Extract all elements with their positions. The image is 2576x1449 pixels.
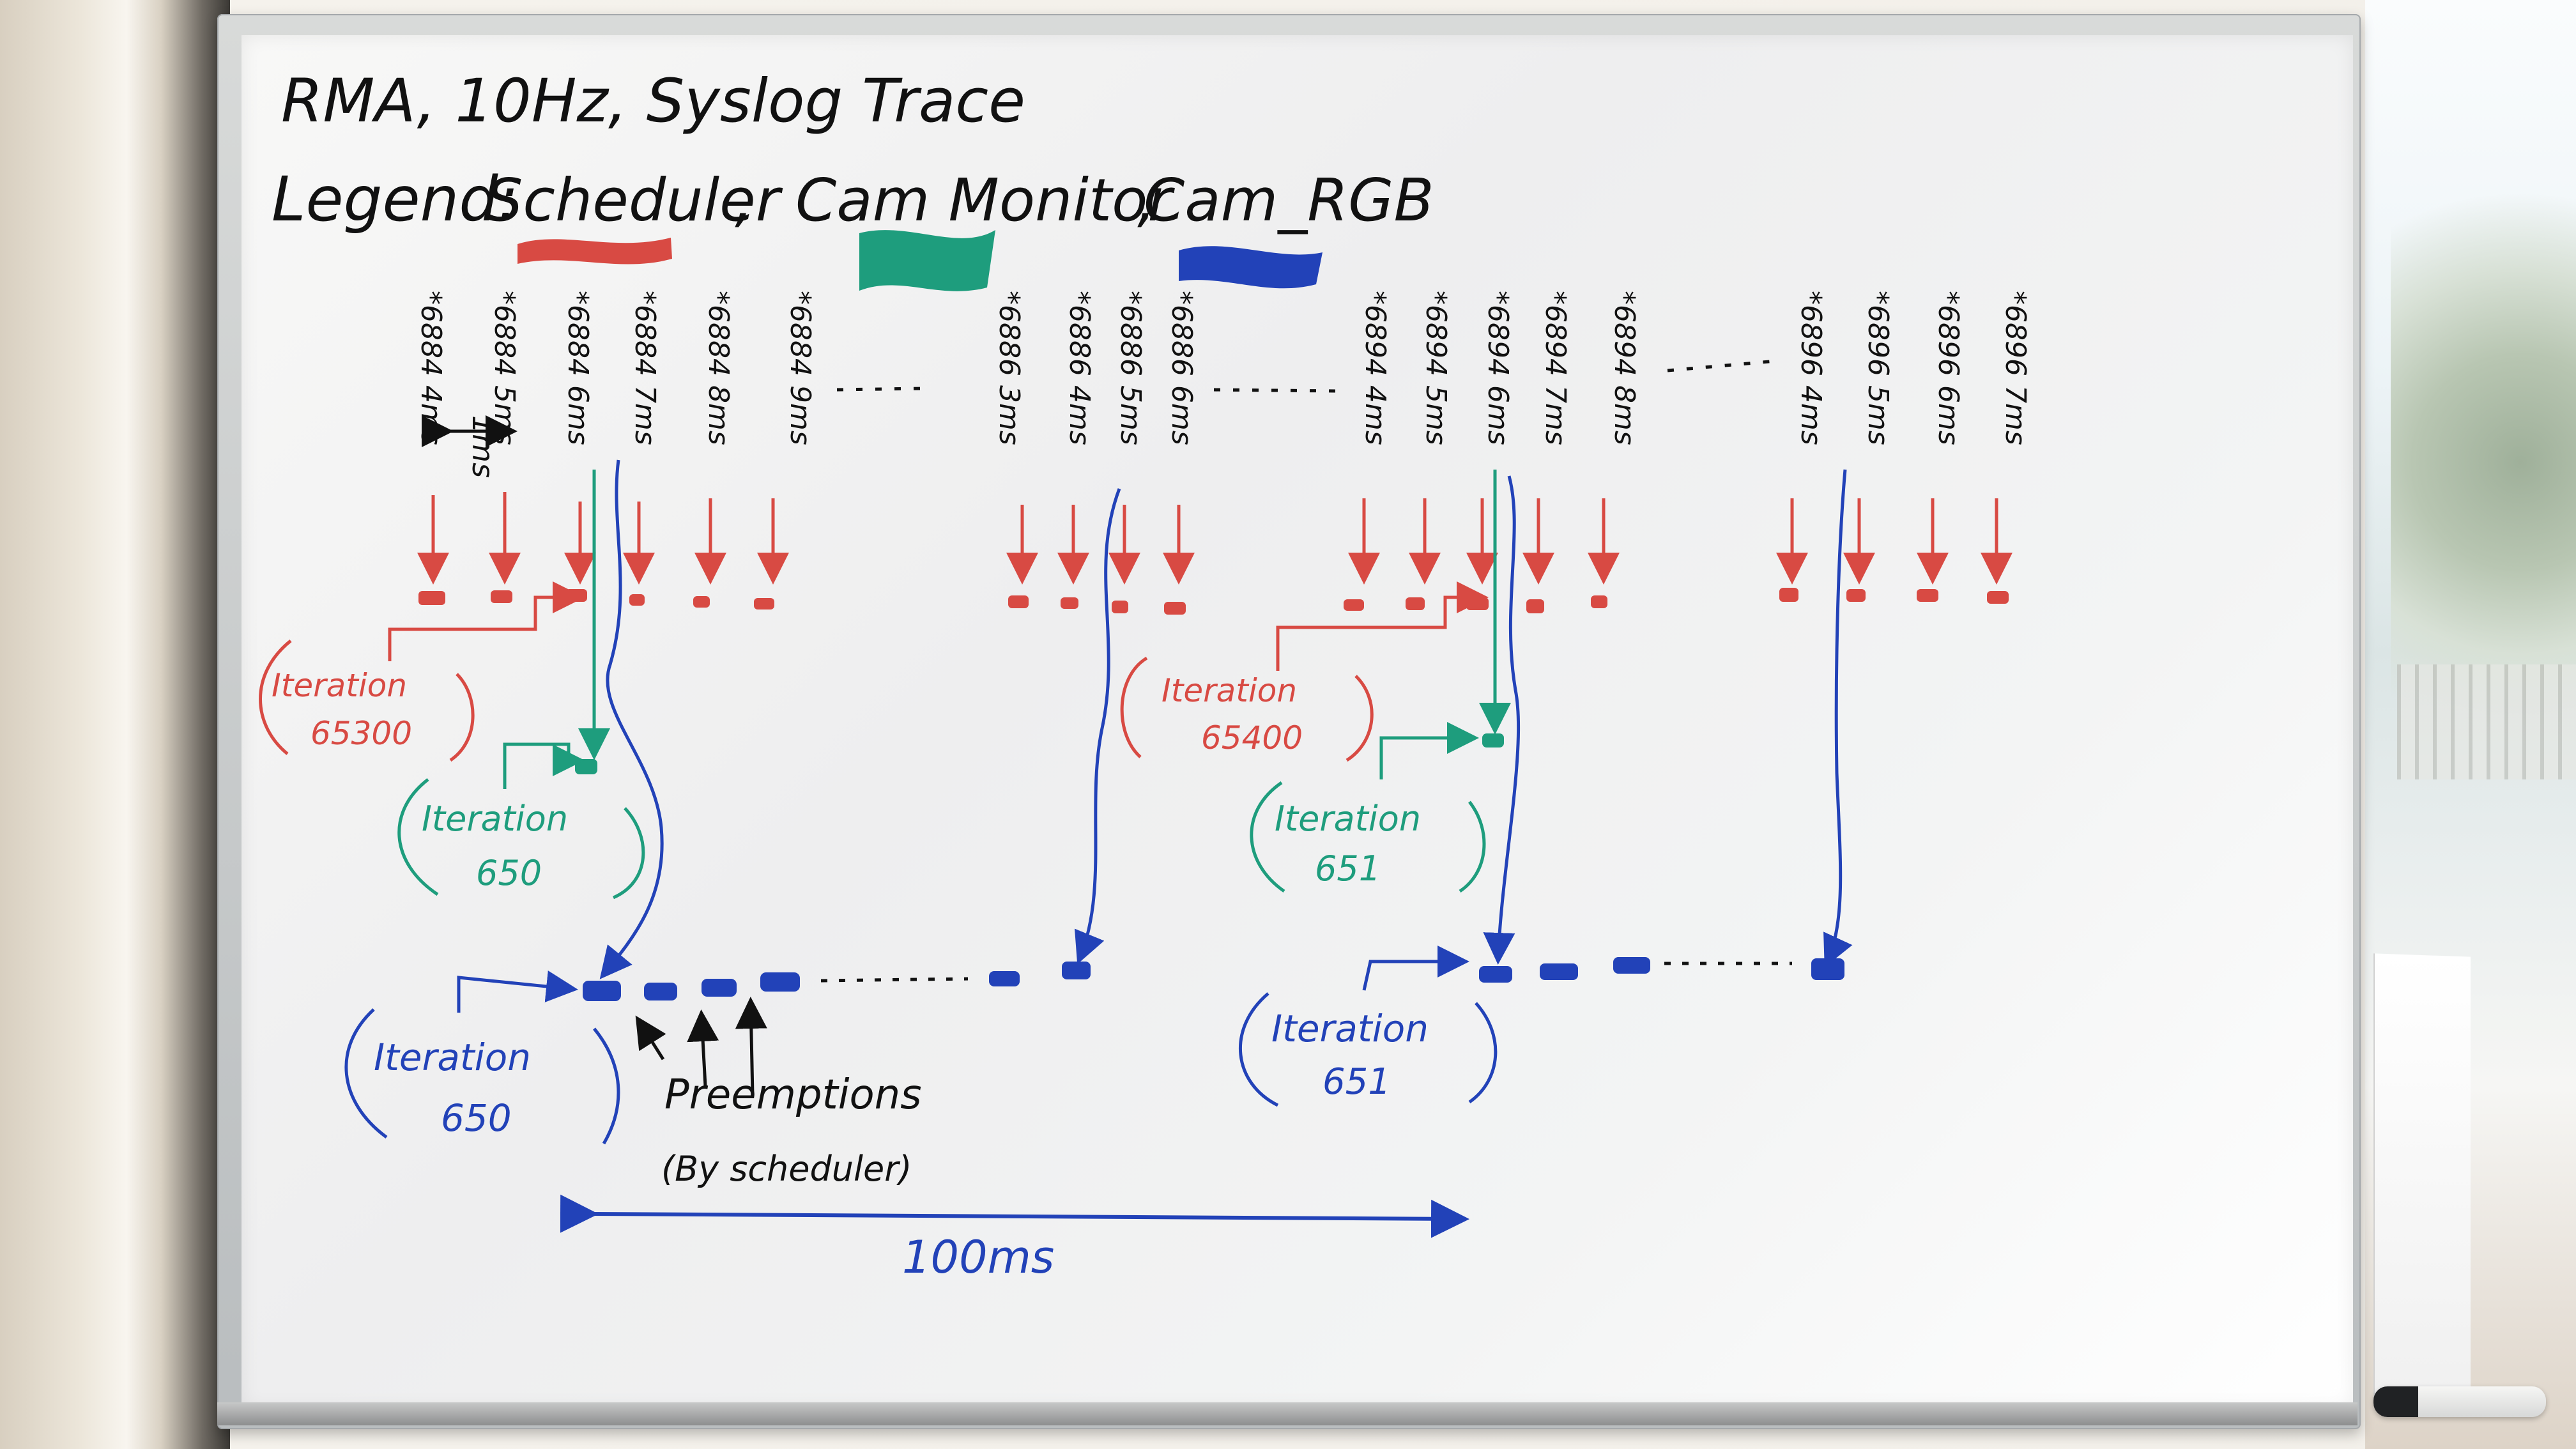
cam-monitor-trigger-arrows xyxy=(578,470,1511,760)
timestamp-label: *6896 6ms xyxy=(1932,291,1965,445)
legend-comma-1: , xyxy=(735,166,753,234)
cam-rgb-dotted-links xyxy=(820,962,1792,983)
timestamp-label: *6896 7ms xyxy=(1999,291,2032,445)
timestamp-label: *6894 5ms xyxy=(1420,291,1452,445)
cam-rgb-iteration-label-1: Iteration xyxy=(374,1036,531,1079)
cam-monitor-iteration-number-2: 651 xyxy=(1315,848,1381,889)
measurement-label: 1ms xyxy=(466,415,500,478)
cam-monitor-pointers xyxy=(503,722,1479,789)
cam-monitor-iteration-label-1: Iteration xyxy=(422,799,568,839)
cam-monitor-iteration-651-group: Iteration 651 xyxy=(1250,781,1486,893)
timestamp-label: *6894 8ms xyxy=(1608,291,1641,445)
marker-cap xyxy=(2373,1386,2418,1417)
cam-monitor-iteration-650-group: Iteration 650 xyxy=(397,778,645,900)
measurement-annotation: 1ms xyxy=(422,415,518,478)
legend-comma-2: , xyxy=(1137,166,1156,234)
timestamp-label: *6886 6ms xyxy=(1165,291,1198,445)
scheduler-iteration-label-2: Iteration xyxy=(1162,672,1297,709)
fence-outside-window xyxy=(2397,664,2576,779)
timestamp-label: *6894 6ms xyxy=(1482,291,1514,445)
preemptions-title: Preemptions xyxy=(664,1071,922,1119)
dotted-separators xyxy=(836,359,1777,393)
cam-rgb-iteration-label-2: Iteration xyxy=(1271,1007,1429,1050)
marker-tray xyxy=(217,1402,2358,1425)
timestamp-label: *6894 4ms xyxy=(1359,291,1392,445)
cam-rgb-trigger-arrows xyxy=(599,459,1853,979)
preemption-arrows xyxy=(635,997,767,1096)
legend-label: Legend: xyxy=(272,164,519,235)
cam-rgb-iteration-number-2: 651 xyxy=(1322,1061,1391,1103)
timestamp-label: *6884 6ms xyxy=(562,291,594,445)
scheduler-iteration-651-group: Iteration 65400 xyxy=(1120,656,1374,762)
cam-rgb-iteration-651-group: Iteration 651 xyxy=(1238,992,1498,1107)
interval-label: 100ms xyxy=(902,1231,1054,1284)
cam-rgb-pointers xyxy=(457,946,1469,1013)
cam-rgb-marks xyxy=(583,957,1844,1001)
timestamp-label: *6886 5ms xyxy=(1114,291,1147,445)
timestamp-label: *6884 7ms xyxy=(629,291,661,445)
timestamp-label: *6884 9ms xyxy=(784,291,816,445)
legend-cam-monitor: Cam Monitor xyxy=(795,166,1175,234)
window-frame-left xyxy=(0,0,230,1449)
scheduler-iteration-label-1: Iteration xyxy=(272,667,407,704)
cam-monitor-iteration-number-1: 650 xyxy=(476,853,542,893)
timestamp-label: *6884 8ms xyxy=(702,291,735,445)
cam-rgb-iteration-650-group: Iteration 650 xyxy=(344,1008,620,1145)
legend-color-swatch-cam-rgb xyxy=(1179,246,1322,289)
scheduler-iteration-number-2: 65400 xyxy=(1201,719,1303,756)
timestamp-label: *6886 3ms xyxy=(993,291,1025,445)
red-event-arrows xyxy=(417,492,2012,585)
scheduler-pointers xyxy=(388,581,1489,671)
cam-rgb-iteration-number-1: 650 xyxy=(441,1096,512,1140)
red-event-marks xyxy=(418,588,2009,615)
timestamp-label: *6894 7ms xyxy=(1539,291,1572,445)
legend-color-swatch-cam-monitor xyxy=(859,230,995,291)
interval-double-arrow xyxy=(560,1194,1469,1238)
preemptions-subtitle: (By scheduler) xyxy=(661,1149,912,1189)
timestamp-label: *6886 4ms xyxy=(1063,291,1096,445)
legend-color-swatch-scheduler xyxy=(518,238,672,264)
timestamp-label: *6896 5ms xyxy=(1862,291,1894,445)
timestamp-label: *6884 4ms xyxy=(415,291,447,445)
legend-cam-rgb: Cam_RGB xyxy=(1144,166,1434,234)
scheduler-iteration-650-group: Iteration 65300 xyxy=(259,640,475,762)
cam-monitor-iteration-label-2: Iteration xyxy=(1275,799,1421,839)
legend-scheduler: Scheduler xyxy=(486,166,783,234)
timestamp-label: *6896 4ms xyxy=(1795,291,1827,445)
board-title: RMA, 10Hz, Syslog Trace xyxy=(281,66,1025,136)
scheduler-iteration-number-1: 65300 xyxy=(310,715,412,752)
